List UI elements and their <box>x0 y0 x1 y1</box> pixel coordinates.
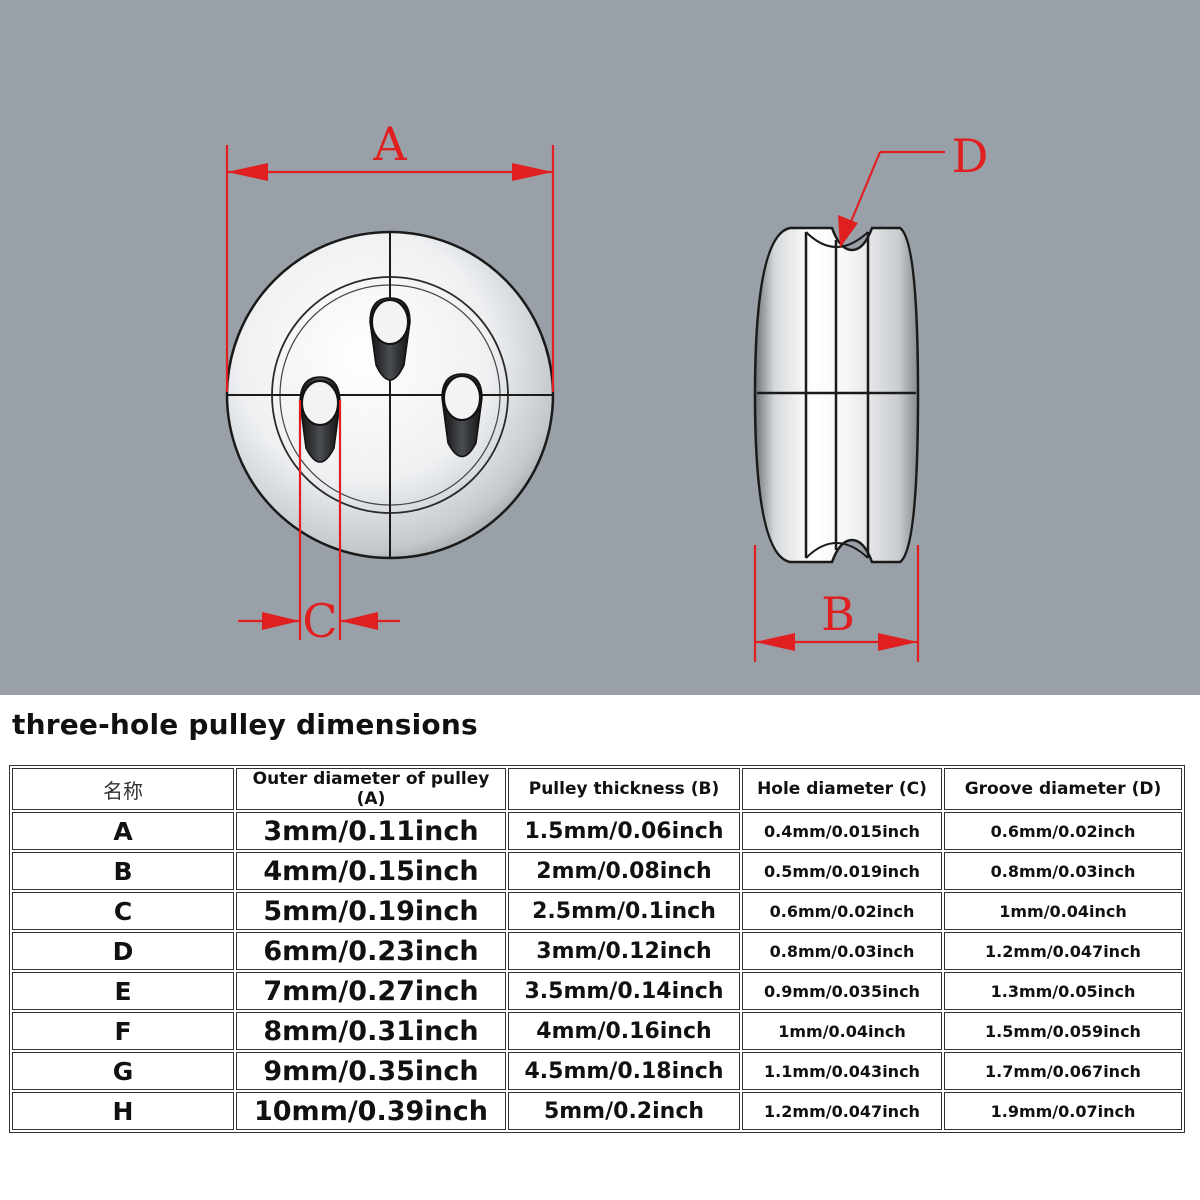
cell-thickness: 2.5mm/0.1inch <box>508 892 740 930</box>
cell-groove-diameter: 1.2mm/0.047inch <box>944 932 1182 970</box>
cell-name: F <box>12 1012 234 1050</box>
table-row: E 7mm/0.27inch 3.5mm/0.14inch 0.9mm/0.03… <box>12 972 1182 1010</box>
table-header-row: 名称 Outer diameter of pulley (A) Pulley t… <box>12 768 1182 810</box>
cell-name: B <box>12 852 234 890</box>
dimensions-table: 名称 Outer diameter of pulley (A) Pulley t… <box>9 765 1185 1133</box>
cell-hole-diameter: 0.9mm/0.035inch <box>742 972 942 1010</box>
cell-name: H <box>12 1092 234 1130</box>
cell-thickness: 5mm/0.2inch <box>508 1092 740 1130</box>
dimension-d: D <box>838 129 988 248</box>
cell-outer-diameter: 10mm/0.39inch <box>236 1092 506 1130</box>
table-row: D 6mm/0.23inch 3mm/0.12inch 0.8mm/0.03in… <box>12 932 1182 970</box>
cell-groove-diameter: 1mm/0.04inch <box>944 892 1182 930</box>
cell-thickness: 2mm/0.08inch <box>508 852 740 890</box>
cell-thickness: 4.5mm/0.18inch <box>508 1052 740 1090</box>
cell-name: D <box>12 932 234 970</box>
cell-hole-diameter: 0.8mm/0.03inch <box>742 932 942 970</box>
hole-right <box>441 373 483 458</box>
cell-outer-diameter: 3mm/0.11inch <box>236 812 506 850</box>
label-a: A <box>372 117 407 171</box>
cell-outer-diameter: 6mm/0.23inch <box>236 932 506 970</box>
cell-hole-diameter: 0.5mm/0.019inch <box>742 852 942 890</box>
table-row: H 10mm/0.39inch 5mm/0.2inch 1.2mm/0.047i… <box>12 1092 1182 1130</box>
cell-hole-diameter: 0.4mm/0.015inch <box>742 812 942 850</box>
cell-groove-diameter: 1.3mm/0.05inch <box>944 972 1182 1010</box>
cell-thickness: 4mm/0.16inch <box>508 1012 740 1050</box>
column-header-groove-diameter: Groove diameter (D) <box>944 768 1182 810</box>
pulley-front-view <box>225 230 555 560</box>
hole-left <box>299 376 341 463</box>
pulley-drawing: A C B <box>225 117 988 662</box>
cell-hole-diameter: 1.1mm/0.043inch <box>742 1052 942 1090</box>
table-row: C 5mm/0.19inch 2.5mm/0.1inch 0.6mm/0.02i… <box>12 892 1182 930</box>
cell-thickness: 3mm/0.12inch <box>508 932 740 970</box>
table-row: F 8mm/0.31inch 4mm/0.16inch 1mm/0.04inch… <box>12 1012 1182 1050</box>
cell-name: E <box>12 972 234 1010</box>
cell-outer-diameter: 9mm/0.35inch <box>236 1052 506 1090</box>
cell-hole-diameter: 1.2mm/0.047inch <box>742 1092 942 1130</box>
pulley-side-view <box>753 226 920 564</box>
cell-groove-diameter: 0.6mm/0.02inch <box>944 812 1182 850</box>
column-header-outer-diameter: Outer diameter of pulley (A) <box>236 768 506 810</box>
pulley-diagram: A C B <box>0 0 1200 695</box>
table-row: B 4mm/0.15inch 2mm/0.08inch 0.5mm/0.019i… <box>12 852 1182 890</box>
cell-hole-diameter: 0.6mm/0.02inch <box>742 892 942 930</box>
page-title: three-hole pulley dimensions <box>12 708 478 741</box>
cell-outer-diameter: 7mm/0.27inch <box>236 972 506 1010</box>
column-header-name: 名称 <box>12 768 234 810</box>
cell-name: C <box>12 892 234 930</box>
cell-hole-diameter: 1mm/0.04inch <box>742 1012 942 1050</box>
cell-thickness: 1.5mm/0.06inch <box>508 812 740 850</box>
cell-thickness: 3.5mm/0.14inch <box>508 972 740 1010</box>
dimension-b: B <box>753 545 920 662</box>
cell-groove-diameter: 1.5mm/0.059inch <box>944 1012 1182 1050</box>
hole-top <box>369 297 411 381</box>
column-header-thickness: Pulley thickness (B) <box>508 768 740 810</box>
label-d: D <box>952 129 989 183</box>
cell-outer-diameter: 5mm/0.19inch <box>236 892 506 930</box>
cell-name: G <box>12 1052 234 1090</box>
cell-groove-diameter: 1.9mm/0.07inch <box>944 1092 1182 1130</box>
dimension-a: A <box>225 117 555 392</box>
cell-outer-diameter: 8mm/0.31inch <box>236 1012 506 1050</box>
cell-groove-diameter: 1.7mm/0.067inch <box>944 1052 1182 1090</box>
cell-groove-diameter: 0.8mm/0.03inch <box>944 852 1182 890</box>
dimension-c: C <box>238 400 400 648</box>
cell-name: A <box>12 812 234 850</box>
table-row: G 9mm/0.35inch 4.5mm/0.18inch 1.1mm/0.04… <box>12 1052 1182 1090</box>
cell-outer-diameter: 4mm/0.15inch <box>236 852 506 890</box>
table-row: A 3mm/0.11inch 1.5mm/0.06inch 0.4mm/0.01… <box>12 812 1182 850</box>
label-c: C <box>302 594 337 648</box>
column-header-hole-diameter: Hole diameter (C) <box>742 768 942 810</box>
label-b: B <box>821 587 855 641</box>
